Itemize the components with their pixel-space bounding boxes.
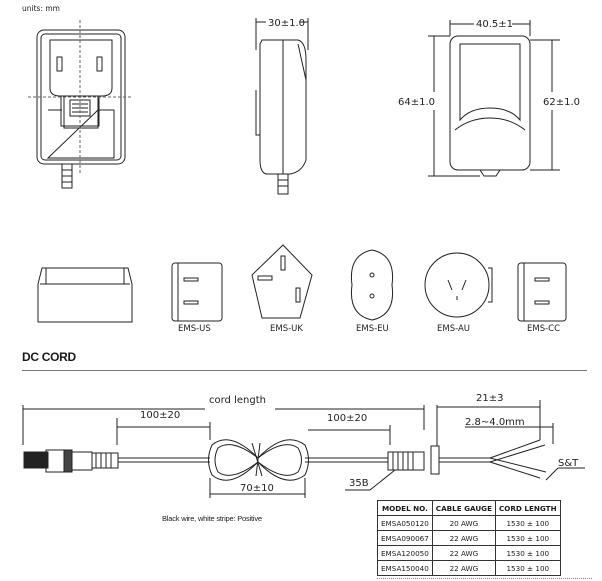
back-width-dim: 40.5±1: [476, 19, 513, 30]
table-row: EMSA050120 20 AWG 1530 ± 100: [377, 515, 561, 531]
section-title-dc-cord: DC CORD: [22, 350, 76, 364]
plug-au: [424, 252, 493, 318]
dim-coil: 70±10: [240, 483, 274, 494]
units-note: units: mm: [22, 4, 60, 13]
cord-spec-table: MODEL NO. CABLE GAUGE CORD LENGTH EMSA05…: [377, 500, 561, 576]
dim-right: 100±20: [327, 413, 367, 424]
header-gauge: CABLE GAUGE: [431, 500, 497, 516]
cell-model: EMSA090067: [377, 530, 433, 546]
table-header-row: MODEL NO. CABLE GAUGE CORD LENGTH: [377, 500, 561, 516]
cell-length: 1530 ± 100: [495, 545, 561, 561]
plug-label-us: EMS-US: [178, 324, 211, 334]
cord-length-label: cord length: [209, 395, 266, 406]
table-row: EMSA120050 22 AWG 1530 ± 100: [377, 545, 561, 561]
footer-dotted-divider: [377, 578, 592, 579]
cell-length: 1530 ± 100: [495, 530, 561, 546]
plug-label-cc: EMS-CC: [527, 324, 560, 334]
back-view: 40.5±1 64±1.0 62±1.0: [398, 19, 580, 177]
plug-us: [171, 262, 223, 322]
label-35b: 35B: [349, 478, 369, 489]
cell-gauge: 22 AWG: [431, 545, 497, 561]
table-row: EMSA090067 22 AWG 1530 ± 100: [377, 530, 561, 546]
plug-eu: [350, 249, 394, 321]
label-st: S&T: [558, 458, 579, 469]
plug-label-au: EMS-AU: [437, 324, 470, 334]
header-length: CORD LENGTH: [495, 500, 561, 516]
dim-tin: 2.8~4.0mm: [465, 417, 525, 428]
plug-label-eu: EMS-EU: [356, 324, 389, 334]
side-depth-dim: 30±1.0: [268, 18, 305, 29]
dim-left: 100±20: [140, 410, 180, 421]
adaptor-profile: [37, 267, 133, 323]
cell-length: 1530 ± 100: [495, 515, 561, 531]
cell-gauge: 22 AWG: [431, 560, 497, 576]
plug-label-uk: EMS-UK: [270, 324, 303, 334]
cell-gauge: 22 AWG: [431, 530, 497, 546]
dim-strip: 21±3: [476, 393, 503, 404]
cell-length: 1530 ± 100: [495, 560, 561, 576]
cell-model: EMSA050120: [377, 515, 433, 531]
wire-polarity-caption: Black wire, white stripe: Positive: [162, 514, 262, 523]
header-model: MODEL NO.: [377, 500, 433, 516]
section-divider: [22, 370, 587, 371]
dc-cord-drawing: cord length 100±20 100±20 70±10 35B 21±3: [22, 393, 585, 498]
side-view: 30±1.0: [255, 18, 309, 195]
cell-model: EMSA150040: [377, 560, 433, 576]
back-height-left-dim: 64±1.0: [398, 97, 435, 108]
back-height-right-dim: 62±1.0: [543, 97, 580, 108]
plug-cc: [517, 262, 567, 322]
cell-model: EMSA120050: [377, 545, 433, 561]
table-row: EMSA150040 22 AWG 1530 ± 100: [377, 560, 561, 576]
front-view: [28, 20, 132, 189]
plug-uk: [251, 244, 313, 319]
cell-gauge: 20 AWG: [431, 515, 497, 531]
